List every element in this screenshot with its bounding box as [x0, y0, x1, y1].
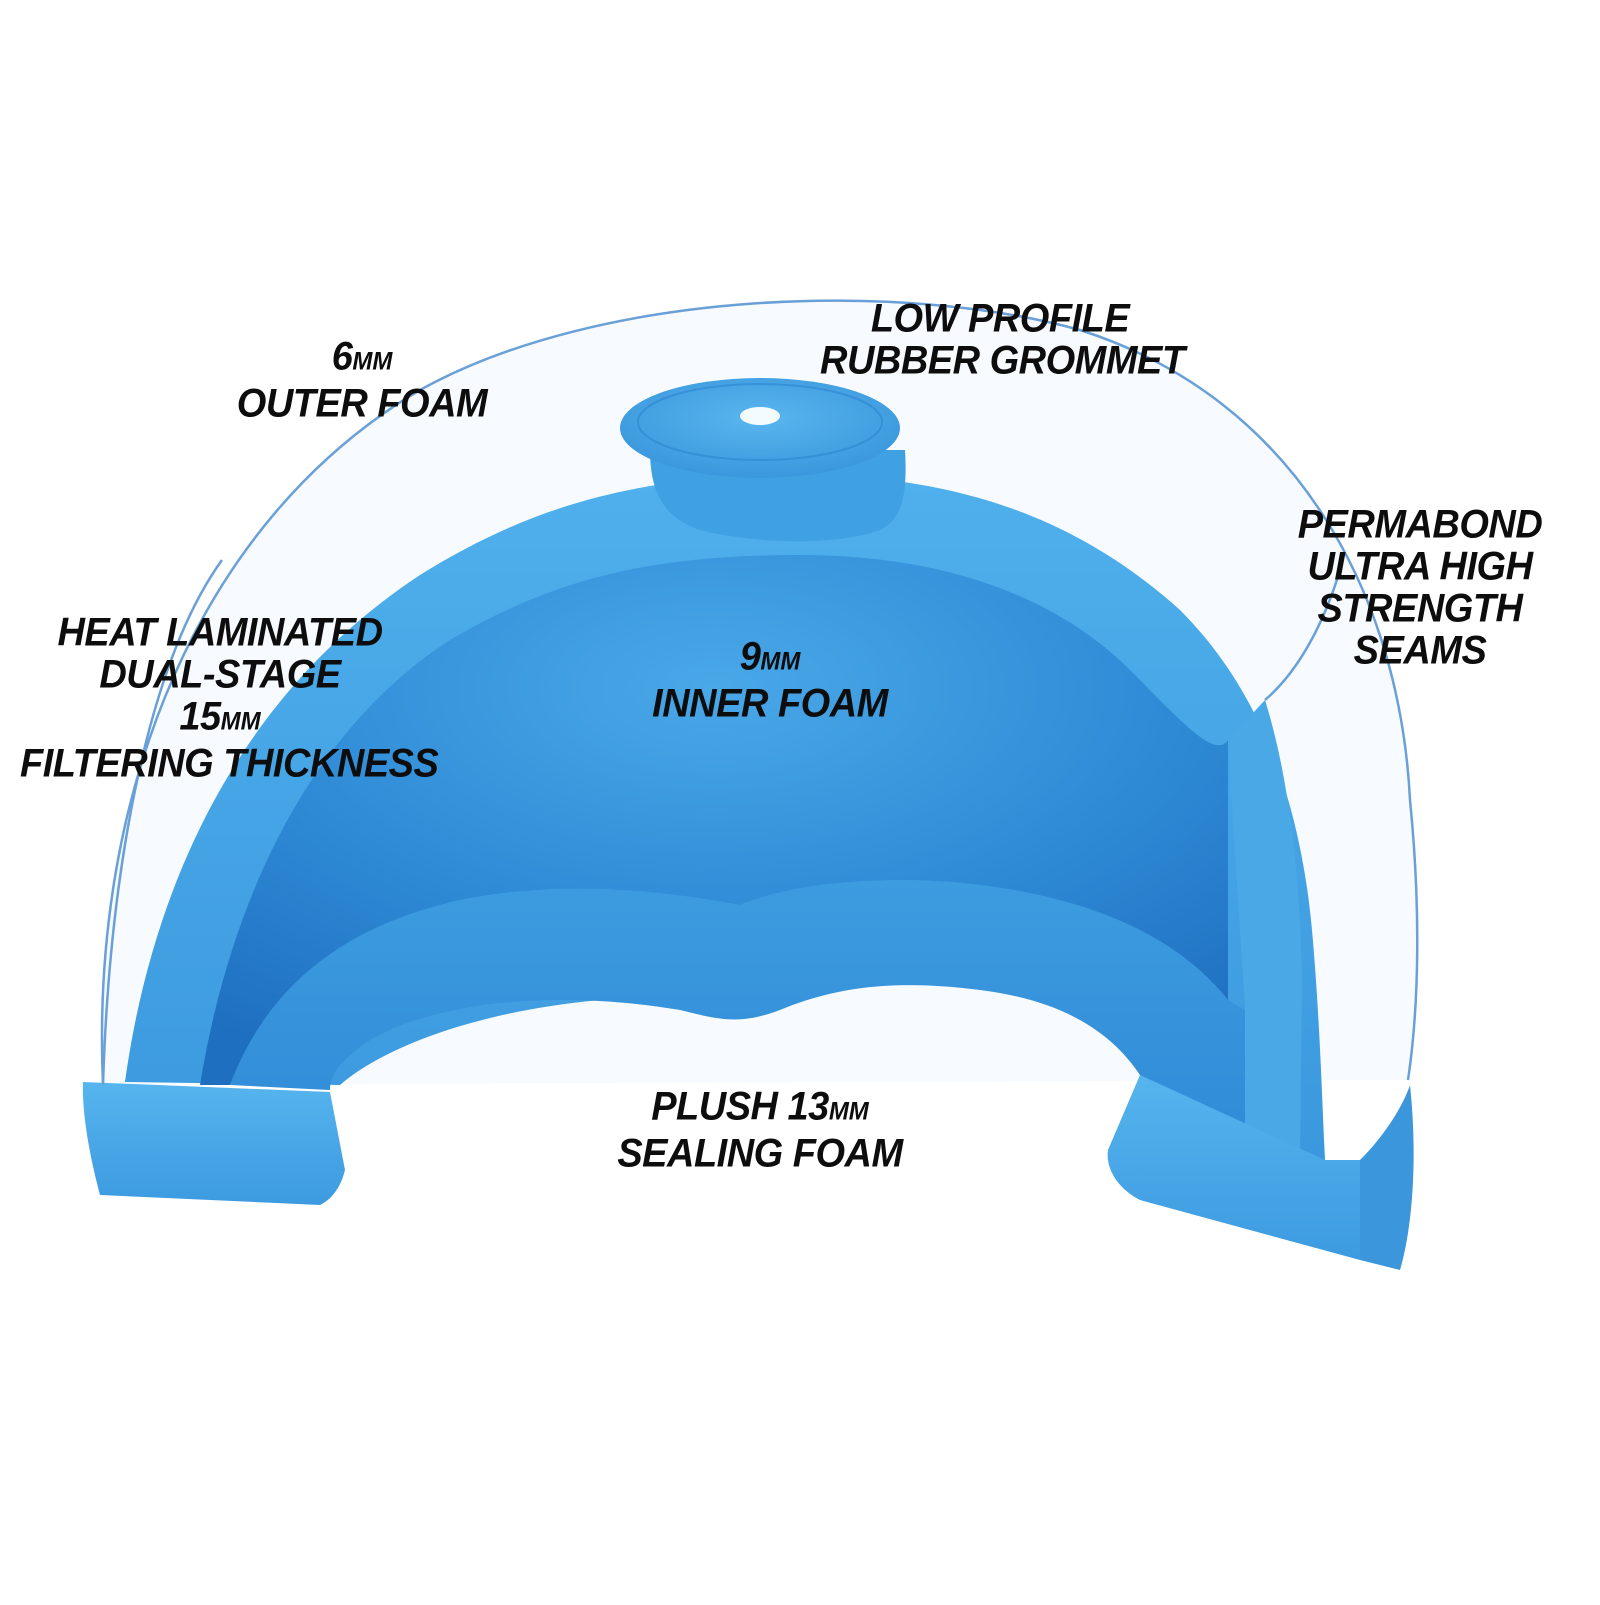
left-foot-block — [82, 1082, 345, 1205]
seams-line-3: STRENGTH — [1317, 586, 1524, 632]
label-permabond-seams: PERMABOND ULTRA HIGH STRENGTH SEAMS — [1290, 504, 1550, 672]
right-foot-block — [1107, 1075, 1360, 1260]
grommet-icon — [620, 378, 900, 478]
heat-line-1: HEAT LAMINATED — [57, 610, 383, 655]
seams-line-4: SEAMS — [1353, 628, 1487, 674]
heat-thickness: 15MM — [179, 694, 261, 739]
seams-line-1: PERMABOND — [1297, 502, 1543, 548]
heat-line-2: DUAL-STAGE — [99, 652, 341, 697]
label-heat-laminated: HEAT LAMINATED DUAL-STAGE 15MM FILTERING… — [20, 610, 439, 787]
heat-line-4: FILTERING THICKNESS — [20, 742, 439, 787]
outline-left-edge — [101, 559, 224, 1086]
inner-foam-thickness: 9MM — [739, 634, 801, 679]
sealing-foam-ring — [230, 880, 1245, 1160]
label-sealing-foam: PLUSH 13MM SEALING FOAM — [600, 1086, 920, 1175]
grommet-rim — [637, 383, 883, 461]
grommet-line-2: RUBBER GROMMET — [820, 338, 1185, 384]
label-outer-foam: 6MM OUTER FOAM — [232, 336, 492, 425]
outer-foam-name: OUTER FOAM — [236, 382, 488, 427]
seams-line-2: ULTRA HIGH — [1307, 544, 1533, 590]
seam-outline-right — [1264, 569, 1342, 701]
sealing-foam-name: SEALING FOAM — [617, 1132, 903, 1177]
inner-foam-cavity — [200, 555, 1228, 1085]
inner-foam-name: INNER FOAM — [652, 682, 888, 727]
sealing-foam-thickness: PLUSH 13MM — [651, 1084, 869, 1129]
outer-foam-thickness: 6MM — [331, 334, 393, 379]
right-foot-side — [1360, 1085, 1414, 1270]
grommet-hole — [740, 407, 780, 425]
label-inner-foam: 9MM INNER FOAM — [640, 636, 900, 725]
label-rubber-grommet: LOW PROFILE RUBBER GROMMET — [820, 296, 1185, 384]
right-cut-face — [1228, 700, 1302, 1160]
grommet-line-1: LOW PROFILE — [870, 296, 1130, 342]
